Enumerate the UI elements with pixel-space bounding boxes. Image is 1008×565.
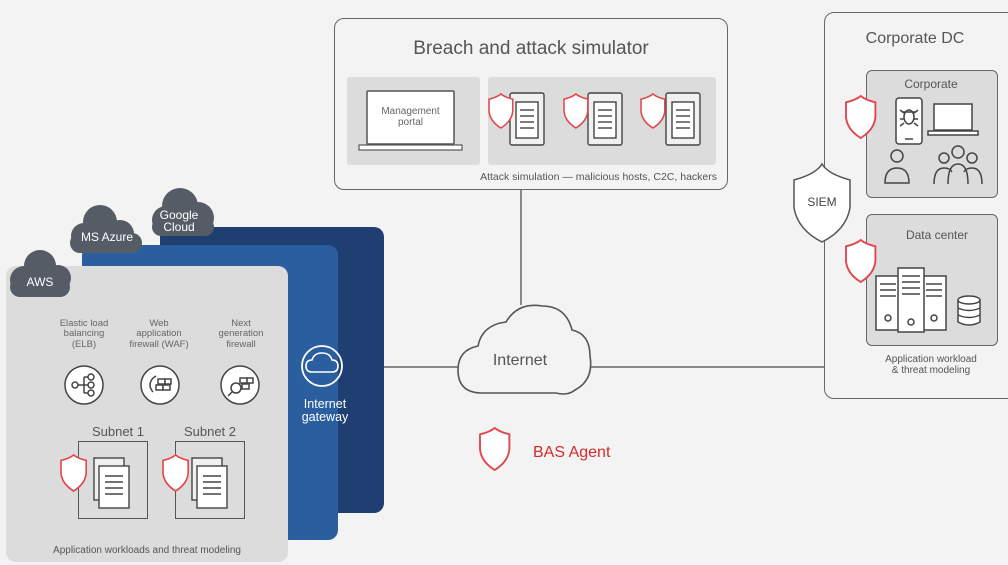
subnet-1-shield-icon [60,454,88,492]
bas-caption: Attack simulation — malicious hosts, C2C… [480,171,717,183]
host-document-icon [509,92,545,146]
subnet-1-label: Subnet 1 [91,424,145,439]
user-icon [884,149,910,184]
database-icon [957,295,981,326]
bas-title: Breach and attack simulator [413,38,649,59]
aws-tag: AWS [26,275,54,289]
ms-azure-tag: MS Azure [80,230,134,244]
google-cloud-tag-icon [152,188,214,236]
corporate-label: Corporate [904,77,958,91]
host-document-icon [665,92,701,146]
management-portal-label: Management portal [381,106,440,128]
corporate-dc-title: Corporate DC [865,30,965,47]
bas-host-2-shield-icon [563,93,589,129]
ms-azure-tag-icon [70,205,142,253]
group-icon [933,145,983,185]
waf-label: Web application firewall (WAF) [129,318,189,350]
phone-bug-icon [895,97,923,145]
aws-tag-icon [10,250,71,297]
google-cloud-tag: Google Cloud [159,208,199,234]
aws-caption: Application workloads and threat modelin… [53,545,241,556]
internet-gateway-label: Internet gateway [301,397,349,424]
load-balancer-icon [64,365,104,405]
internet-label: Internet [492,352,548,369]
subnet-2-document-icon [191,457,228,509]
data-center-label: Data center [905,228,969,242]
bas-host-1-shield-icon [488,93,514,129]
laptop-icon [927,103,979,136]
siem-label: SIEM [807,195,837,209]
ngfw-label: Next generation firewall [218,318,264,350]
waf-icon [140,365,180,405]
corporate-shield-icon [845,95,877,139]
bas-host-3-shield-icon [640,93,666,129]
ngfw-icon [220,365,260,405]
subnet-2-shield-icon [162,454,190,492]
host-document-icon [587,92,623,146]
legend-shield-icon [479,427,511,471]
dc-caption: Application workload & threat modeling [885,354,977,376]
datacenter-shield-icon [845,239,877,283]
subnet-1-document-icon [93,457,130,509]
subnet-2-label: Subnet 2 [183,424,237,439]
elb-label: Elastic load balancing (ELB) [59,318,109,350]
legend-label: BAS Agent [533,444,611,461]
